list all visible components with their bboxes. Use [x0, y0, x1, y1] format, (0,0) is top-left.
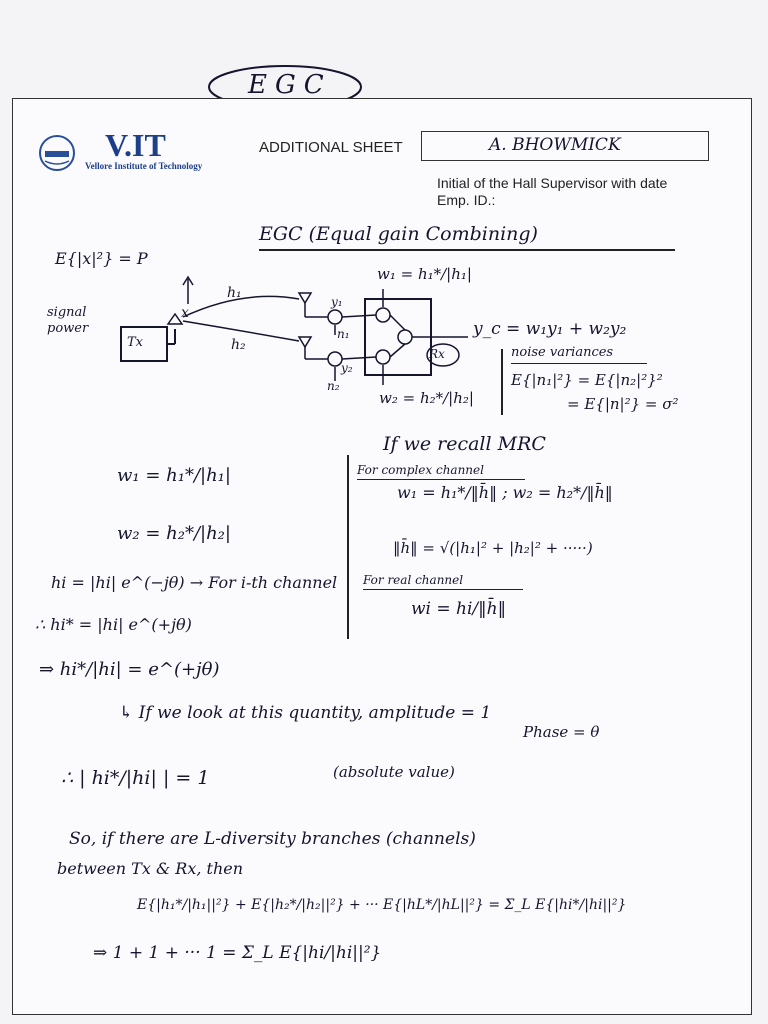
emp-id: Emp. ID.: [437, 192, 496, 208]
logo-sub: Vellore Institute of Technology [85, 161, 203, 171]
n1-label: n₁ [337, 327, 350, 341]
w2-bottom: w₂ = h₂*/|h₂| [379, 389, 474, 407]
look-line: ↳ If we look at this quantity, amplitude… [119, 703, 492, 723]
ratio-equation: ⇒ hi*/|hi| = e^(+jθ) [39, 659, 220, 680]
mrc-complex-underline [357, 479, 525, 480]
x-label: x [181, 305, 189, 321]
mrc-recall: If we recall MRC [383, 433, 546, 455]
mrc-bracket [347, 455, 349, 639]
noise-heading: noise variances [511, 345, 614, 360]
left-w2: w₂ = h₂*/|h₂| [117, 523, 231, 544]
so-line-1: So, if there are L-diversity branches (c… [69, 829, 476, 849]
phase-line: Phase = θ [523, 723, 600, 741]
abs-note: (absolute value) [333, 763, 455, 781]
mrc-norm: ‖h̄‖ = √(|h₁|² + |h₂|² + ·····) [393, 539, 593, 557]
hi-conj-equation: ∴ hi* = |hi| e^(+jθ) [35, 615, 192, 634]
sum-equation-2: ⇒ 1 + 1 + ··· 1 = Σ_L E{|hi/|hi||²} [93, 943, 382, 963]
logo-main: V.IT [105, 127, 166, 163]
mrc-real-underline [363, 589, 523, 590]
vit-emblem-icon [39, 135, 75, 171]
so-line-2: between Tx & Rx, then [57, 859, 244, 878]
noise-line-1: E{|n₁|²} = E{|n₂|²}² [511, 371, 663, 389]
mrc-complex: For complex channel [357, 463, 484, 477]
y2-label: y₂ [341, 361, 353, 375]
hi-equation: hi = |hi| e^(−jθ) → For i-th channel [51, 573, 338, 592]
y1-label: y₁ [331, 295, 343, 309]
egc-block-diagram [120, 275, 468, 385]
signal-note: signal power [47, 305, 89, 336]
name-box-value: A. BHOWMICK [489, 135, 621, 155]
additional-sheet: V.IT Vellore Institute of Technology ADD… [12, 98, 752, 1015]
page-title: EGC (Equal gain Combining) [259, 223, 538, 245]
supervisor-line: Initial of the Hall Supervisor with date [437, 175, 668, 191]
rx-label: Rx [429, 347, 445, 361]
noise-underline [511, 363, 647, 364]
h2-label: h₂ [231, 337, 246, 353]
mrc-real: For real channel [363, 573, 464, 587]
title-underline [259, 249, 675, 251]
noise-line-2: = E{|n|²} = σ² [567, 395, 679, 413]
tx-label: Tx [127, 335, 144, 350]
top-label: EGC [248, 70, 332, 100]
name-box [421, 131, 709, 161]
sum-equation-1: E{|h₁*/|h₁||²} + E{|h₂*/|h₂||²} + ··· E{… [137, 897, 627, 913]
yc-equation: y_c = w₁y₁ + w₂y₂ [473, 319, 627, 339]
abs-equation: ∴ | hi*/|hi| | = 1 [61, 767, 210, 789]
n2-label: n₂ [327, 379, 340, 393]
mrc-w1-w2: w₁ = h₁*/‖h̄‖ ; w₂ = h₂*/‖h̄‖ [397, 483, 613, 502]
left-w1: w₁ = h₁*/|h₁| [117, 465, 231, 486]
w1-top: w₁ = h₁*/|h₁| [377, 265, 472, 283]
signal-eq: E{|x|²} = P [55, 249, 148, 268]
noise-divider [501, 349, 503, 415]
sheet-title: ADDITIONAL SHEET [259, 139, 403, 156]
h1-label: h₁ [227, 285, 242, 301]
mrc-wi: wi = hi/‖h̄‖ [411, 599, 507, 619]
